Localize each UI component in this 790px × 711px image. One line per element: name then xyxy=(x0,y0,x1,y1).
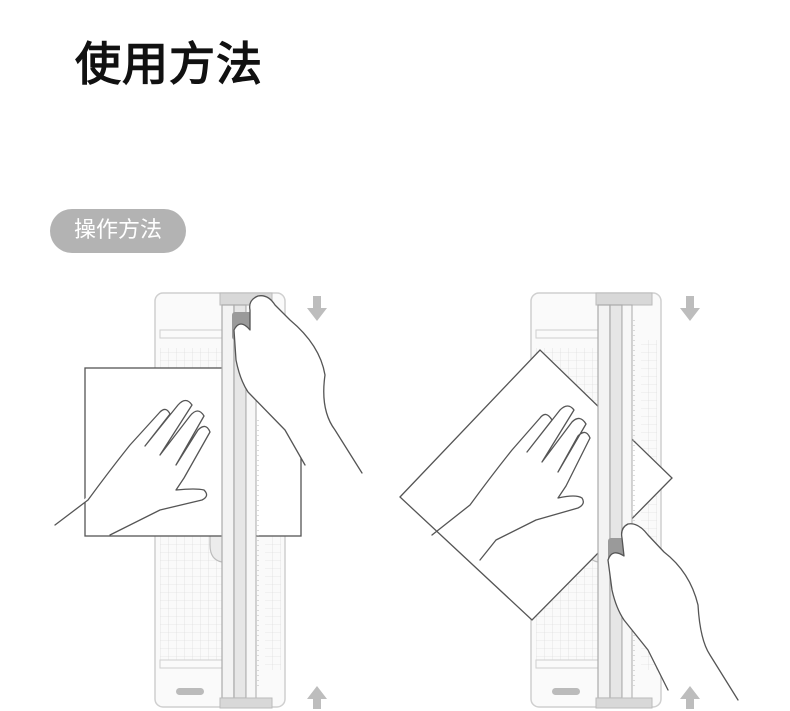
arrow-up-icon xyxy=(680,686,700,709)
hand-icon xyxy=(431,405,591,561)
arrow-up-icon xyxy=(307,686,327,709)
page-title: 使用方法 xyxy=(75,37,263,91)
hand-icon xyxy=(54,399,211,536)
arrow-down-icon xyxy=(307,296,327,321)
section-label-pill: 操作方法 xyxy=(50,209,186,253)
arrow-down-icon xyxy=(680,296,700,321)
step-2-illustration xyxy=(399,292,739,709)
hand-icon xyxy=(233,295,363,474)
hand-icon xyxy=(607,523,739,701)
step-1-illustration xyxy=(54,292,363,709)
